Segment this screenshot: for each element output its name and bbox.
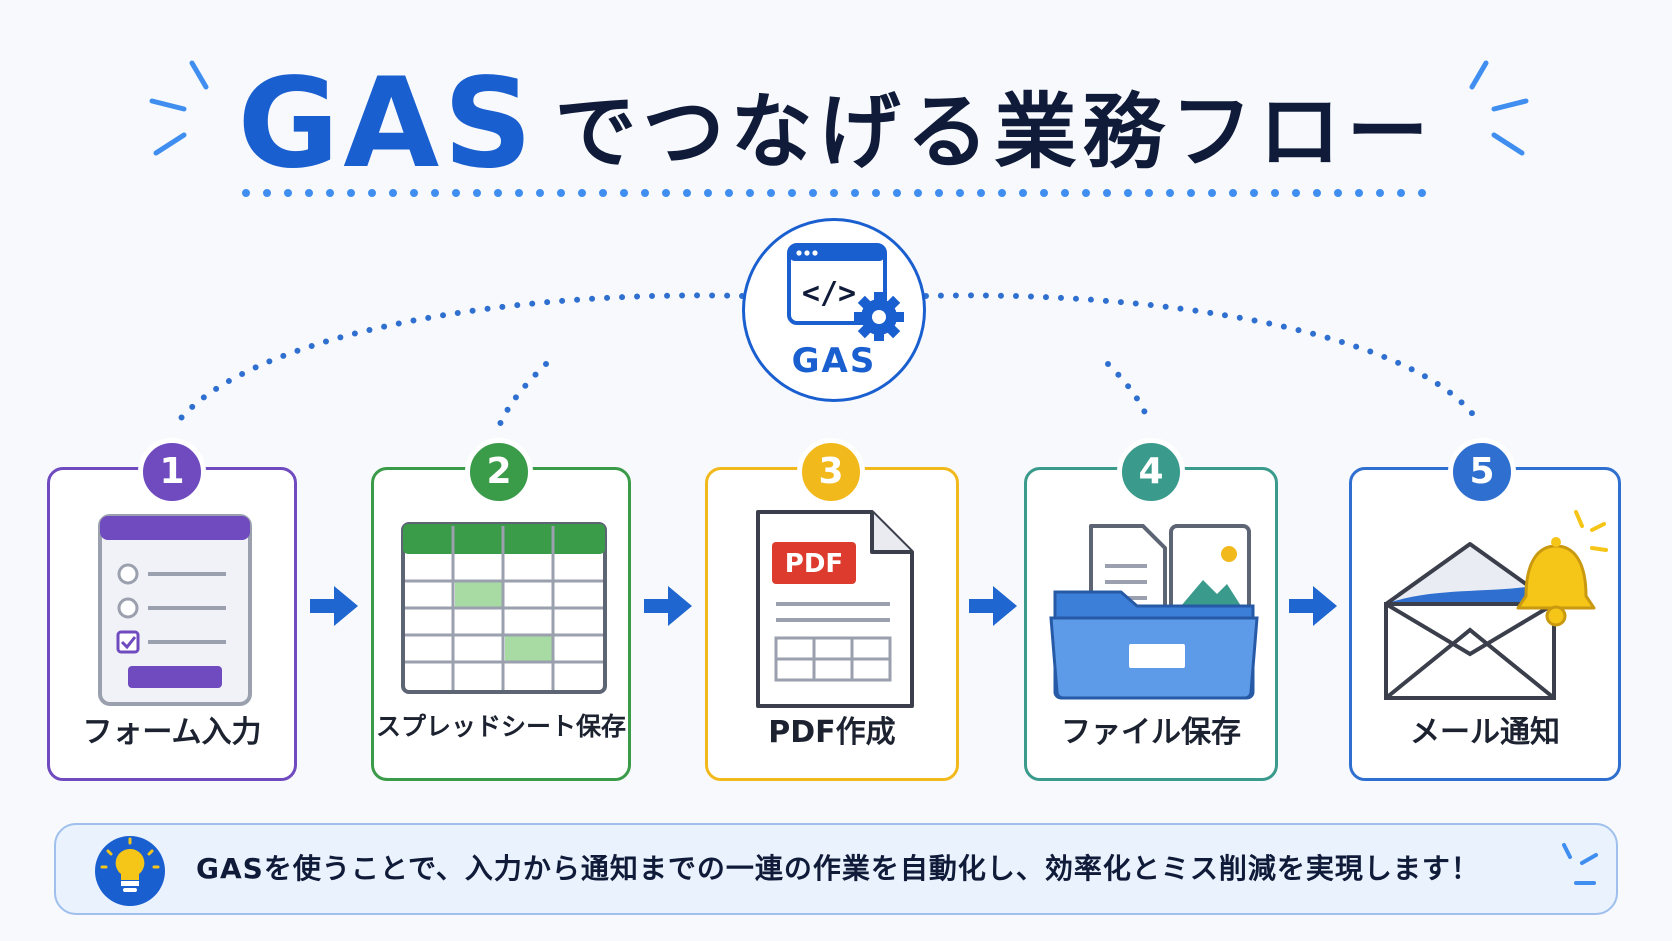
sparkle-right-icon xyxy=(1469,60,1529,156)
folder-icon xyxy=(1049,524,1259,700)
step-card-file: ファイル保存 xyxy=(1024,467,1278,781)
form-icon xyxy=(98,514,252,706)
sparkle-left-icon xyxy=(149,60,209,156)
arrow-right-icon xyxy=(644,586,692,626)
pdf-document-icon: PDF xyxy=(756,510,914,708)
step-badge-2: 2 xyxy=(465,438,533,506)
title-underline xyxy=(242,189,1428,197)
step-label: フォーム入力 xyxy=(82,715,262,750)
step-card-spreadsheet: スプレッドシート保存 xyxy=(371,467,631,781)
step-badge-3: 3 xyxy=(797,438,865,506)
title-text: でつなげる業務フロー xyxy=(554,84,1435,180)
summary-note: GASを使うことで、入力から通知までの一連の作業を自動化し、効率化とミス削減を実… xyxy=(54,823,1618,915)
step-card-form: フォーム入力 xyxy=(47,467,297,781)
arrow-right-icon xyxy=(1289,586,1337,626)
code-window-icon: </> xyxy=(787,243,904,341)
gas-hub: </> GAS xyxy=(742,218,926,402)
pdf-badge-text: PDF xyxy=(785,549,843,579)
mail-envelope-icon xyxy=(1384,510,1608,700)
code-symbol: </> xyxy=(802,276,856,311)
hub-label: GAS xyxy=(791,341,877,381)
arrow-right-icon xyxy=(969,586,1017,626)
arrow-right-icon xyxy=(310,586,358,626)
step-card-pdf: PDF PDF作成 xyxy=(705,467,959,781)
step-badge-5: 5 xyxy=(1448,438,1516,506)
sparkle-note-icon xyxy=(1562,843,1598,885)
step-label: スプレッドシート保存 xyxy=(375,712,626,741)
step-label: メール通知 xyxy=(1410,715,1560,750)
step-card-mail: メール通知 xyxy=(1349,467,1621,781)
title-highlight: GAS xyxy=(237,52,537,196)
spreadsheet-icon xyxy=(401,522,607,694)
summary-text: GASを使うことで、入力から通知までの一連の作業を自動化し、効率化とミス削減を実… xyxy=(196,852,1480,885)
bell-icon xyxy=(1516,537,1596,627)
lightbulb-icon xyxy=(95,836,165,906)
step-label: PDF作成 xyxy=(768,715,896,750)
gear-icon xyxy=(854,292,904,341)
step-label: ファイル保存 xyxy=(1061,715,1241,750)
step-badge-4: 4 xyxy=(1117,438,1185,506)
step-badge-1: 1 xyxy=(138,438,206,506)
